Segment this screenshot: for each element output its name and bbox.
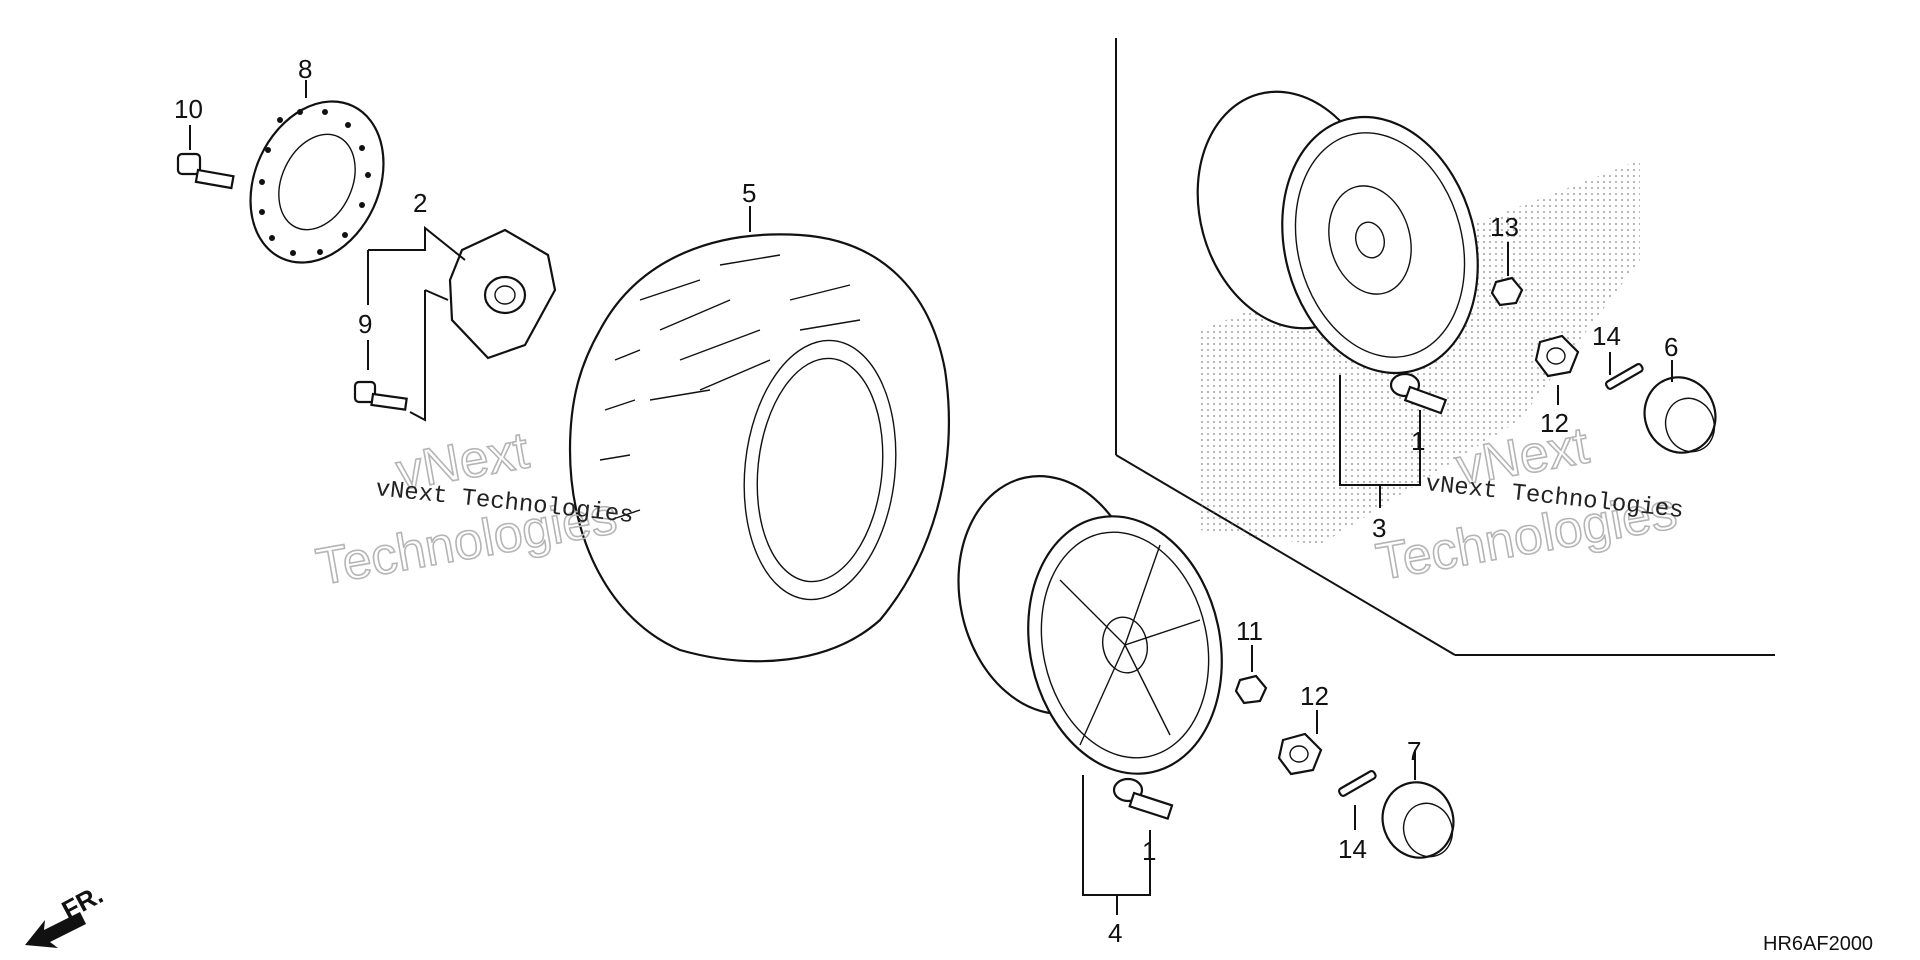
nut-11 xyxy=(1234,674,1268,705)
valve-stem-1-upper xyxy=(1389,372,1448,415)
callout-8: 8 xyxy=(298,54,312,84)
callout-6: 6 xyxy=(1664,332,1678,362)
callout-9: 9 xyxy=(358,309,372,339)
callout-7: 7 xyxy=(1407,736,1421,766)
inset-frame xyxy=(1115,38,1775,656)
callout-10: 10 xyxy=(174,94,203,124)
callout-4: 4 xyxy=(1108,918,1122,948)
callout-3: 3 xyxy=(1372,513,1386,543)
bolt-9 xyxy=(353,380,408,411)
callout-5: 5 xyxy=(742,178,756,208)
callout-1-lower: 1 xyxy=(1142,836,1156,866)
callout-11: 11 xyxy=(1236,616,1263,646)
nut-12-lower xyxy=(1277,732,1323,776)
callout-2: 2 xyxy=(413,188,427,218)
nut-12-upper xyxy=(1534,334,1580,378)
callout-13: 13 xyxy=(1490,212,1519,242)
hub-cap-7 xyxy=(1381,781,1455,859)
callout-1-upper: 1 xyxy=(1411,426,1425,456)
bolt-10 xyxy=(176,152,235,190)
valve-stem-1-lower xyxy=(1112,777,1174,821)
callout-14-upper: 14 xyxy=(1592,321,1621,351)
front-label: FR. xyxy=(57,879,108,925)
callout-labels: 10 8 2 9 5 13 14 6 12 1 3 11 12 7 1 14 4 xyxy=(174,54,1678,948)
leader-lines xyxy=(189,80,1673,915)
front-direction-arrow-icon xyxy=(25,912,86,948)
cotter-pin-14-lower xyxy=(1337,769,1377,797)
brake-disc-8 xyxy=(249,100,385,264)
callout-bracket-2-9 xyxy=(367,225,466,422)
wheel-rim-3 xyxy=(1196,90,1479,375)
tire-5 xyxy=(568,233,950,663)
callout-12-lower: 12 xyxy=(1300,681,1329,711)
wheel-hub-2 xyxy=(448,228,557,360)
wheel-rim-4 xyxy=(957,475,1223,775)
hub-cap-6 xyxy=(1643,376,1717,454)
callout-14-lower: 14 xyxy=(1338,834,1367,864)
nut-13 xyxy=(1490,276,1524,307)
diagram-code: HR6AF2000 xyxy=(1763,933,1873,955)
front-indicator: FR. xyxy=(25,879,108,948)
callout-12-upper: 12 xyxy=(1540,408,1569,438)
cotter-pin-14-upper xyxy=(1604,362,1644,390)
